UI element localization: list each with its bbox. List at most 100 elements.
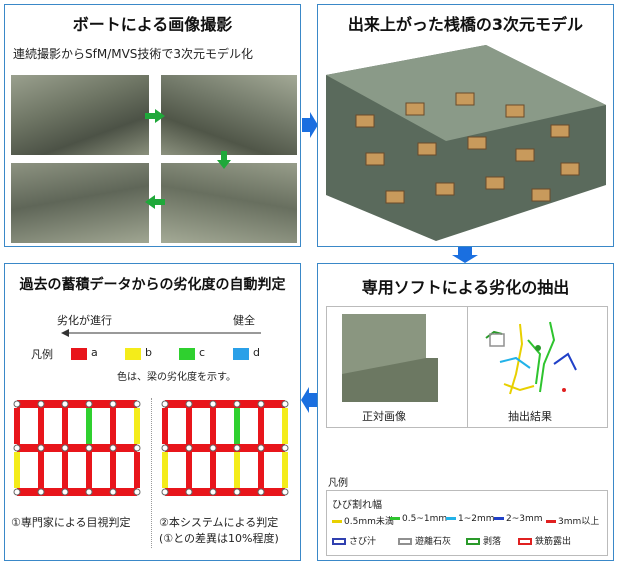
pile-node <box>161 400 169 408</box>
flow-arrow-right-icon <box>302 112 318 138</box>
pile-node <box>209 400 217 408</box>
photo-1 <box>11 75 149 155</box>
flow-arrow-left-icon <box>301 387 317 413</box>
defect-label: 遊離石灰 <box>415 537 452 547</box>
pile-node <box>13 488 21 496</box>
pile-node <box>61 444 69 452</box>
panel-subtitle: 連続撮影からSfM/MVS技術で3次元モデル化 <box>13 47 254 61</box>
grade-label-c: c <box>199 346 206 359</box>
green-arrow-right-icon <box>145 109 165 123</box>
beam-horizontal <box>41 400 65 408</box>
caption-left: ①専門家による目視判定 <box>11 516 131 529</box>
grade-label-b: b <box>145 346 152 359</box>
crack-legend-item: 2~3mm <box>494 514 543 524</box>
beam-vertical <box>38 452 44 488</box>
flow-arrow-down-icon <box>452 247 478 263</box>
grade-swatch-d <box>233 348 249 360</box>
beam-horizontal <box>165 400 189 408</box>
pile-node <box>13 444 21 452</box>
crack-swatch <box>546 520 556 523</box>
pile-node <box>281 488 289 496</box>
grade-label-d: d <box>253 346 260 359</box>
panel-title: 専用ソフトによる劣化の抽出 <box>361 278 570 297</box>
pile-node <box>109 488 117 496</box>
crack-legend-item: 0.5mm未満 <box>332 514 394 527</box>
beam-vertical <box>110 452 116 488</box>
crack-label: 1~2mm <box>458 514 495 524</box>
pile-node <box>37 444 45 452</box>
beam-horizontal <box>237 444 261 452</box>
defect-legend-item: 鉄筋露出 <box>518 534 571 547</box>
beam-vertical <box>162 452 168 488</box>
grade-swatch-a <box>71 348 87 360</box>
pile-node <box>133 400 141 408</box>
beam-horizontal <box>237 488 261 496</box>
crack-label: 0.5mm未満 <box>344 517 394 527</box>
beam-vertical <box>134 408 140 444</box>
pier-3d-model-image <box>326 45 606 241</box>
beam-vertical <box>134 452 140 488</box>
pile-node <box>233 444 241 452</box>
pile-node <box>133 444 141 452</box>
beam-horizontal <box>89 400 113 408</box>
beam-vertical <box>234 452 240 488</box>
crack-swatch <box>446 517 456 520</box>
defect-swatch <box>518 538 532 545</box>
defect-legend-item: 剥落 <box>466 534 501 547</box>
panel-deterioration-extraction: 専用ソフトによる劣化の抽出 正対画像 抽出結果 凡例 ひび割れ幅 0.5mm未満… <box>317 263 614 561</box>
beam-horizontal <box>65 400 89 408</box>
progress-left-label: 劣化が進行 <box>57 314 112 327</box>
grade-note: 色は、梁の劣化度を示す。 <box>117 372 236 383</box>
crack-swatch <box>332 520 342 523</box>
beam-vertical <box>186 408 192 444</box>
beam-horizontal <box>189 488 213 496</box>
beam-horizontal <box>17 444 41 452</box>
beam-vertical <box>14 452 20 488</box>
beam-vertical <box>86 408 92 444</box>
defect-label: 鉄筋露出 <box>535 537 572 547</box>
panel-title: ボートによる画像撮影 <box>72 15 233 34</box>
beam-horizontal <box>237 400 261 408</box>
beam-horizontal <box>17 488 41 496</box>
pile-node <box>209 444 217 452</box>
beam-horizontal <box>89 488 113 496</box>
beam-vertical <box>62 452 68 488</box>
beam-vertical <box>110 408 116 444</box>
beam-vertical <box>234 408 240 444</box>
crack-swatch <box>494 517 504 520</box>
pile-node <box>209 488 217 496</box>
defect-label: 剥落 <box>483 537 502 547</box>
beam-horizontal <box>261 400 285 408</box>
pile-node <box>61 488 69 496</box>
beam-horizontal <box>17 400 41 408</box>
pile-node <box>85 444 93 452</box>
photo-3 <box>11 163 149 243</box>
pile-node <box>161 488 169 496</box>
beam-horizontal <box>213 400 237 408</box>
beam-vertical <box>282 408 288 444</box>
beam-horizontal <box>65 444 89 452</box>
caption-right-2: (①との差異は10%程度) <box>159 532 279 545</box>
beam-horizontal <box>213 444 237 452</box>
pile-node <box>61 400 69 408</box>
legend-title: 凡例 <box>328 478 348 489</box>
panel-3d-model: 出来上がった桟橋の3次元モデル <box>317 4 614 247</box>
defect-swatch <box>466 538 480 545</box>
pile-node <box>109 400 117 408</box>
beam-horizontal <box>213 488 237 496</box>
crack-legend-item: 3mm以上 <box>546 514 599 527</box>
crack-legend-item: 0.5~1mm <box>390 514 447 524</box>
panel-title: 過去の蓄積データからの劣化度の自動判定 <box>19 277 286 293</box>
pile-node <box>257 488 265 496</box>
pile-node <box>133 488 141 496</box>
beam-horizontal <box>41 488 65 496</box>
crack-swatch <box>390 517 400 520</box>
beam-horizontal <box>189 444 213 452</box>
beam-vertical <box>62 408 68 444</box>
beam-horizontal <box>113 488 137 496</box>
crack-label: 3mm以上 <box>558 517 600 527</box>
defect-swatch <box>398 538 412 545</box>
beam-vertical <box>258 452 264 488</box>
green-arrow-down-icon <box>217 151 231 169</box>
